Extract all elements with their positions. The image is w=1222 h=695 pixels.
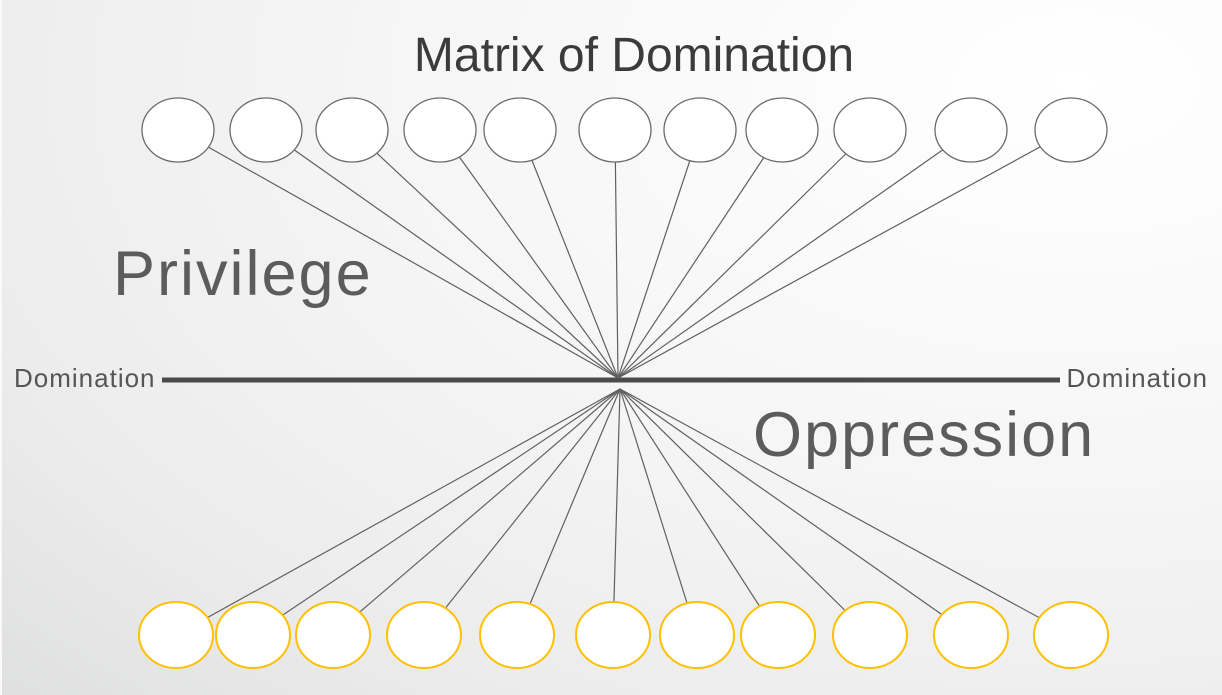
oppression-circle bbox=[479, 601, 555, 669]
privilege-circle bbox=[745, 97, 819, 163]
oppression-connector-line bbox=[619, 388, 871, 636]
oppression-circle bbox=[138, 601, 214, 669]
privilege-connector-line bbox=[617, 129, 783, 379]
privilege-label: Privilege bbox=[113, 239, 373, 309]
oppression-circle bbox=[740, 601, 816, 669]
privilege-connector-line bbox=[265, 129, 619, 379]
oppression-circle bbox=[386, 601, 462, 669]
domination-label-right: Domination bbox=[1066, 363, 1208, 393]
oppression-circle bbox=[659, 601, 735, 669]
oppression-connector-line bbox=[619, 388, 1072, 636]
domination-label-left: Domination bbox=[14, 363, 156, 393]
oppression-circle bbox=[295, 601, 371, 669]
oppression-connector-line bbox=[516, 388, 621, 636]
oppression-connector-line bbox=[252, 388, 621, 636]
privilege-connector-line bbox=[617, 129, 972, 379]
domination-axis-bar bbox=[162, 377, 1060, 383]
privilege-connector-line bbox=[617, 129, 1072, 379]
oppression-connector-line bbox=[175, 388, 621, 636]
privilege-circle bbox=[403, 97, 477, 163]
oppression-connector-line bbox=[619, 388, 972, 636]
privilege-circle bbox=[934, 97, 1008, 163]
privilege-circle bbox=[483, 97, 557, 163]
oppression-circle bbox=[832, 601, 908, 669]
oppression-circle bbox=[215, 601, 291, 669]
oppression-connector-line bbox=[619, 388, 698, 636]
oppression-circle bbox=[1033, 601, 1109, 669]
privilege-connector-line bbox=[351, 129, 619, 379]
privilege-circle bbox=[833, 97, 907, 163]
privilege-connector-line bbox=[177, 129, 619, 379]
privilege-circle bbox=[663, 97, 737, 163]
privilege-circle bbox=[578, 97, 652, 163]
privilege-connector-line bbox=[617, 129, 701, 379]
oppression-connector-line bbox=[423, 388, 621, 636]
oppression-label: Oppression bbox=[753, 400, 1096, 470]
privilege-circle bbox=[229, 97, 303, 163]
oppression-circle bbox=[933, 601, 1009, 669]
privilege-connector-line bbox=[439, 129, 619, 379]
privilege-circle bbox=[141, 97, 215, 163]
privilege-circle bbox=[315, 97, 389, 163]
privilege-circle bbox=[1034, 97, 1108, 163]
privilege-connector-line bbox=[617, 129, 871, 379]
page-title: Matrix of Domination bbox=[413, 29, 855, 82]
oppression-connector-line bbox=[332, 388, 621, 636]
privilege-connector-line bbox=[614, 129, 619, 379]
oppression-connector-line bbox=[619, 388, 779, 636]
oppression-circle bbox=[575, 601, 651, 669]
oppression-connector-line bbox=[612, 388, 621, 636]
privilege-connector-line bbox=[519, 129, 619, 379]
